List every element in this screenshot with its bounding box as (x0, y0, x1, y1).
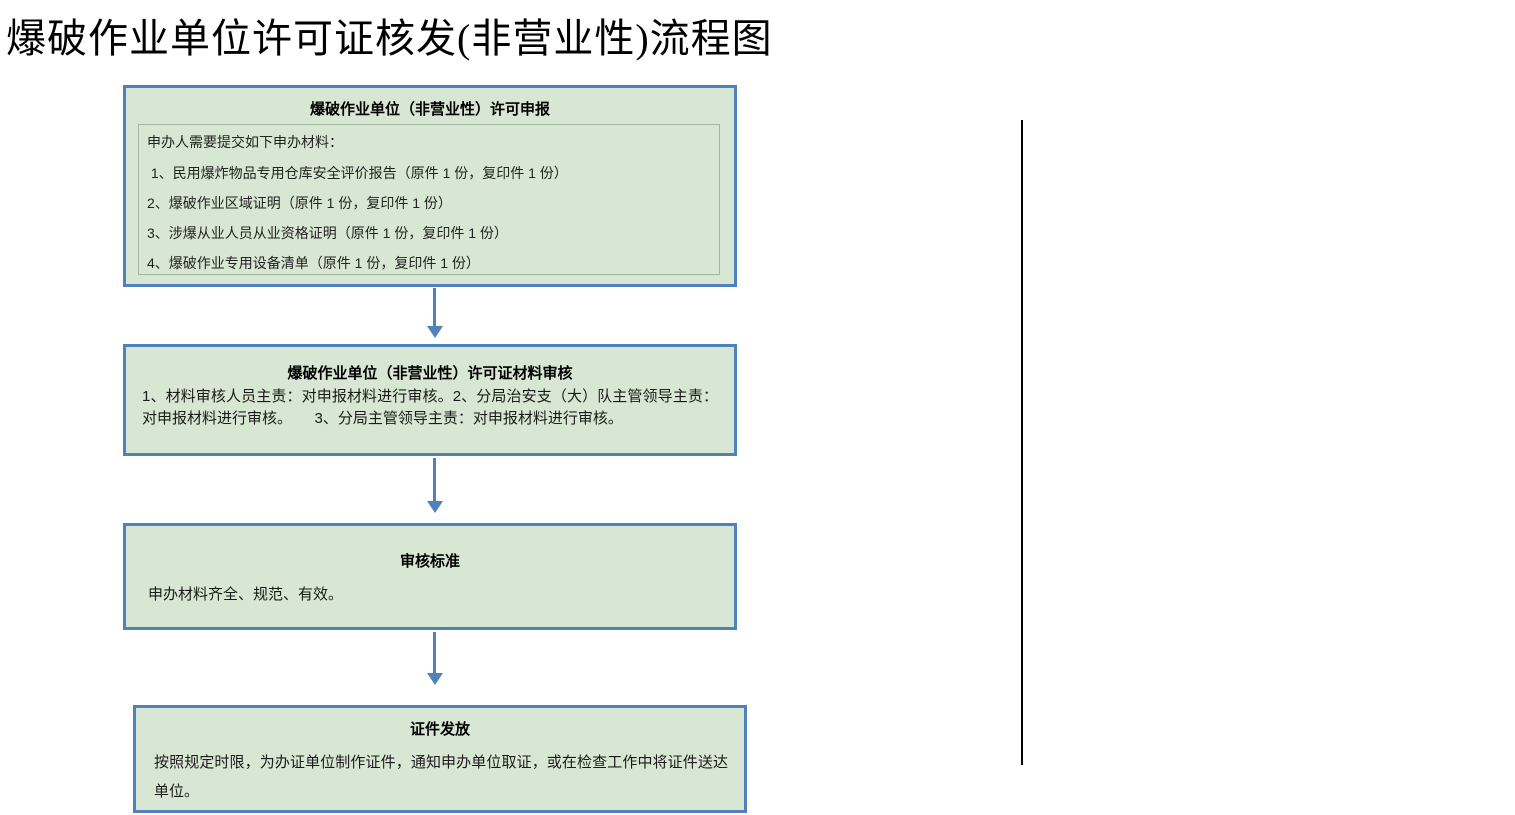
node-issue-body: 按照规定时限，为办证单位制作证件，通知申办单位取证，或在检查工作中将证件送达单位… (154, 754, 728, 800)
arrow-head-icon (427, 673, 443, 685)
vertical-divider-line (1021, 120, 1023, 765)
flow-node-issue: 证件发放 按照规定时限，为办证单位制作证件，通知申办单位取证，或在检查工作中将证… (133, 705, 747, 813)
arrow-shaft (433, 288, 436, 327)
arrow-head-icon (427, 326, 443, 338)
node-apply-title: 爆破作业单位（非营业性）许可申报 (309, 101, 550, 118)
arrow-shaft (433, 458, 436, 502)
flow-node-review: 爆破作业单位（非营业性）许可证材料审核 1、材料审核人员主责：对申报材料进行审核… (123, 344, 737, 456)
arrow-head-icon (427, 501, 443, 513)
down-arrow-2 (425, 458, 445, 513)
flow-node-standard: 审核标准 申办材料齐全、规范、有效。 (123, 523, 737, 630)
material-item-2: 2、爆破作业区域证明（原件 1 份，复印件 1 份） (147, 195, 452, 211)
flow-node-apply: 爆破作业单位（非营业性）许可申报 申办人需要提交如下申办材料： 1、民用爆炸物品… (123, 85, 737, 287)
page-title: 爆破作业单位许可证核发(非营业性)流程图 (6, 16, 773, 61)
node-review-title: 爆破作业单位（非营业性）许可证材料审核 (287, 365, 573, 382)
materials-intro: 申办人需要提交如下申办材料： (147, 134, 343, 150)
material-item-4: 4、爆破作业专用设备清单（原件 1 份，复印件 1 份） (147, 255, 480, 271)
node-issue-title: 证件发放 (409, 721, 470, 738)
material-item-3: 3、涉爆从业人员从业资格证明（原件 1 份，复印件 1 份） (147, 225, 508, 241)
down-arrow-1 (425, 288, 445, 338)
down-arrow-3 (425, 632, 445, 685)
node-standard-title: 审核标准 (399, 553, 460, 570)
node-standard-body: 申办材料齐全、规范、有效。 (148, 586, 344, 603)
node-review-body: 1、材料审核人员主责：对申报材料进行审核。2、分局治安支（大）队主管领导主责：对… (142, 388, 718, 427)
arrow-shaft (433, 632, 436, 674)
apply-materials-box: 申办人需要提交如下申办材料： 1、民用爆炸物品专用仓库安全评价报告（原件 1 份… (138, 124, 720, 275)
material-item-1: 1、民用爆炸物品专用仓库安全评价报告（原件 1 份，复印件 1 份） (147, 165, 568, 181)
